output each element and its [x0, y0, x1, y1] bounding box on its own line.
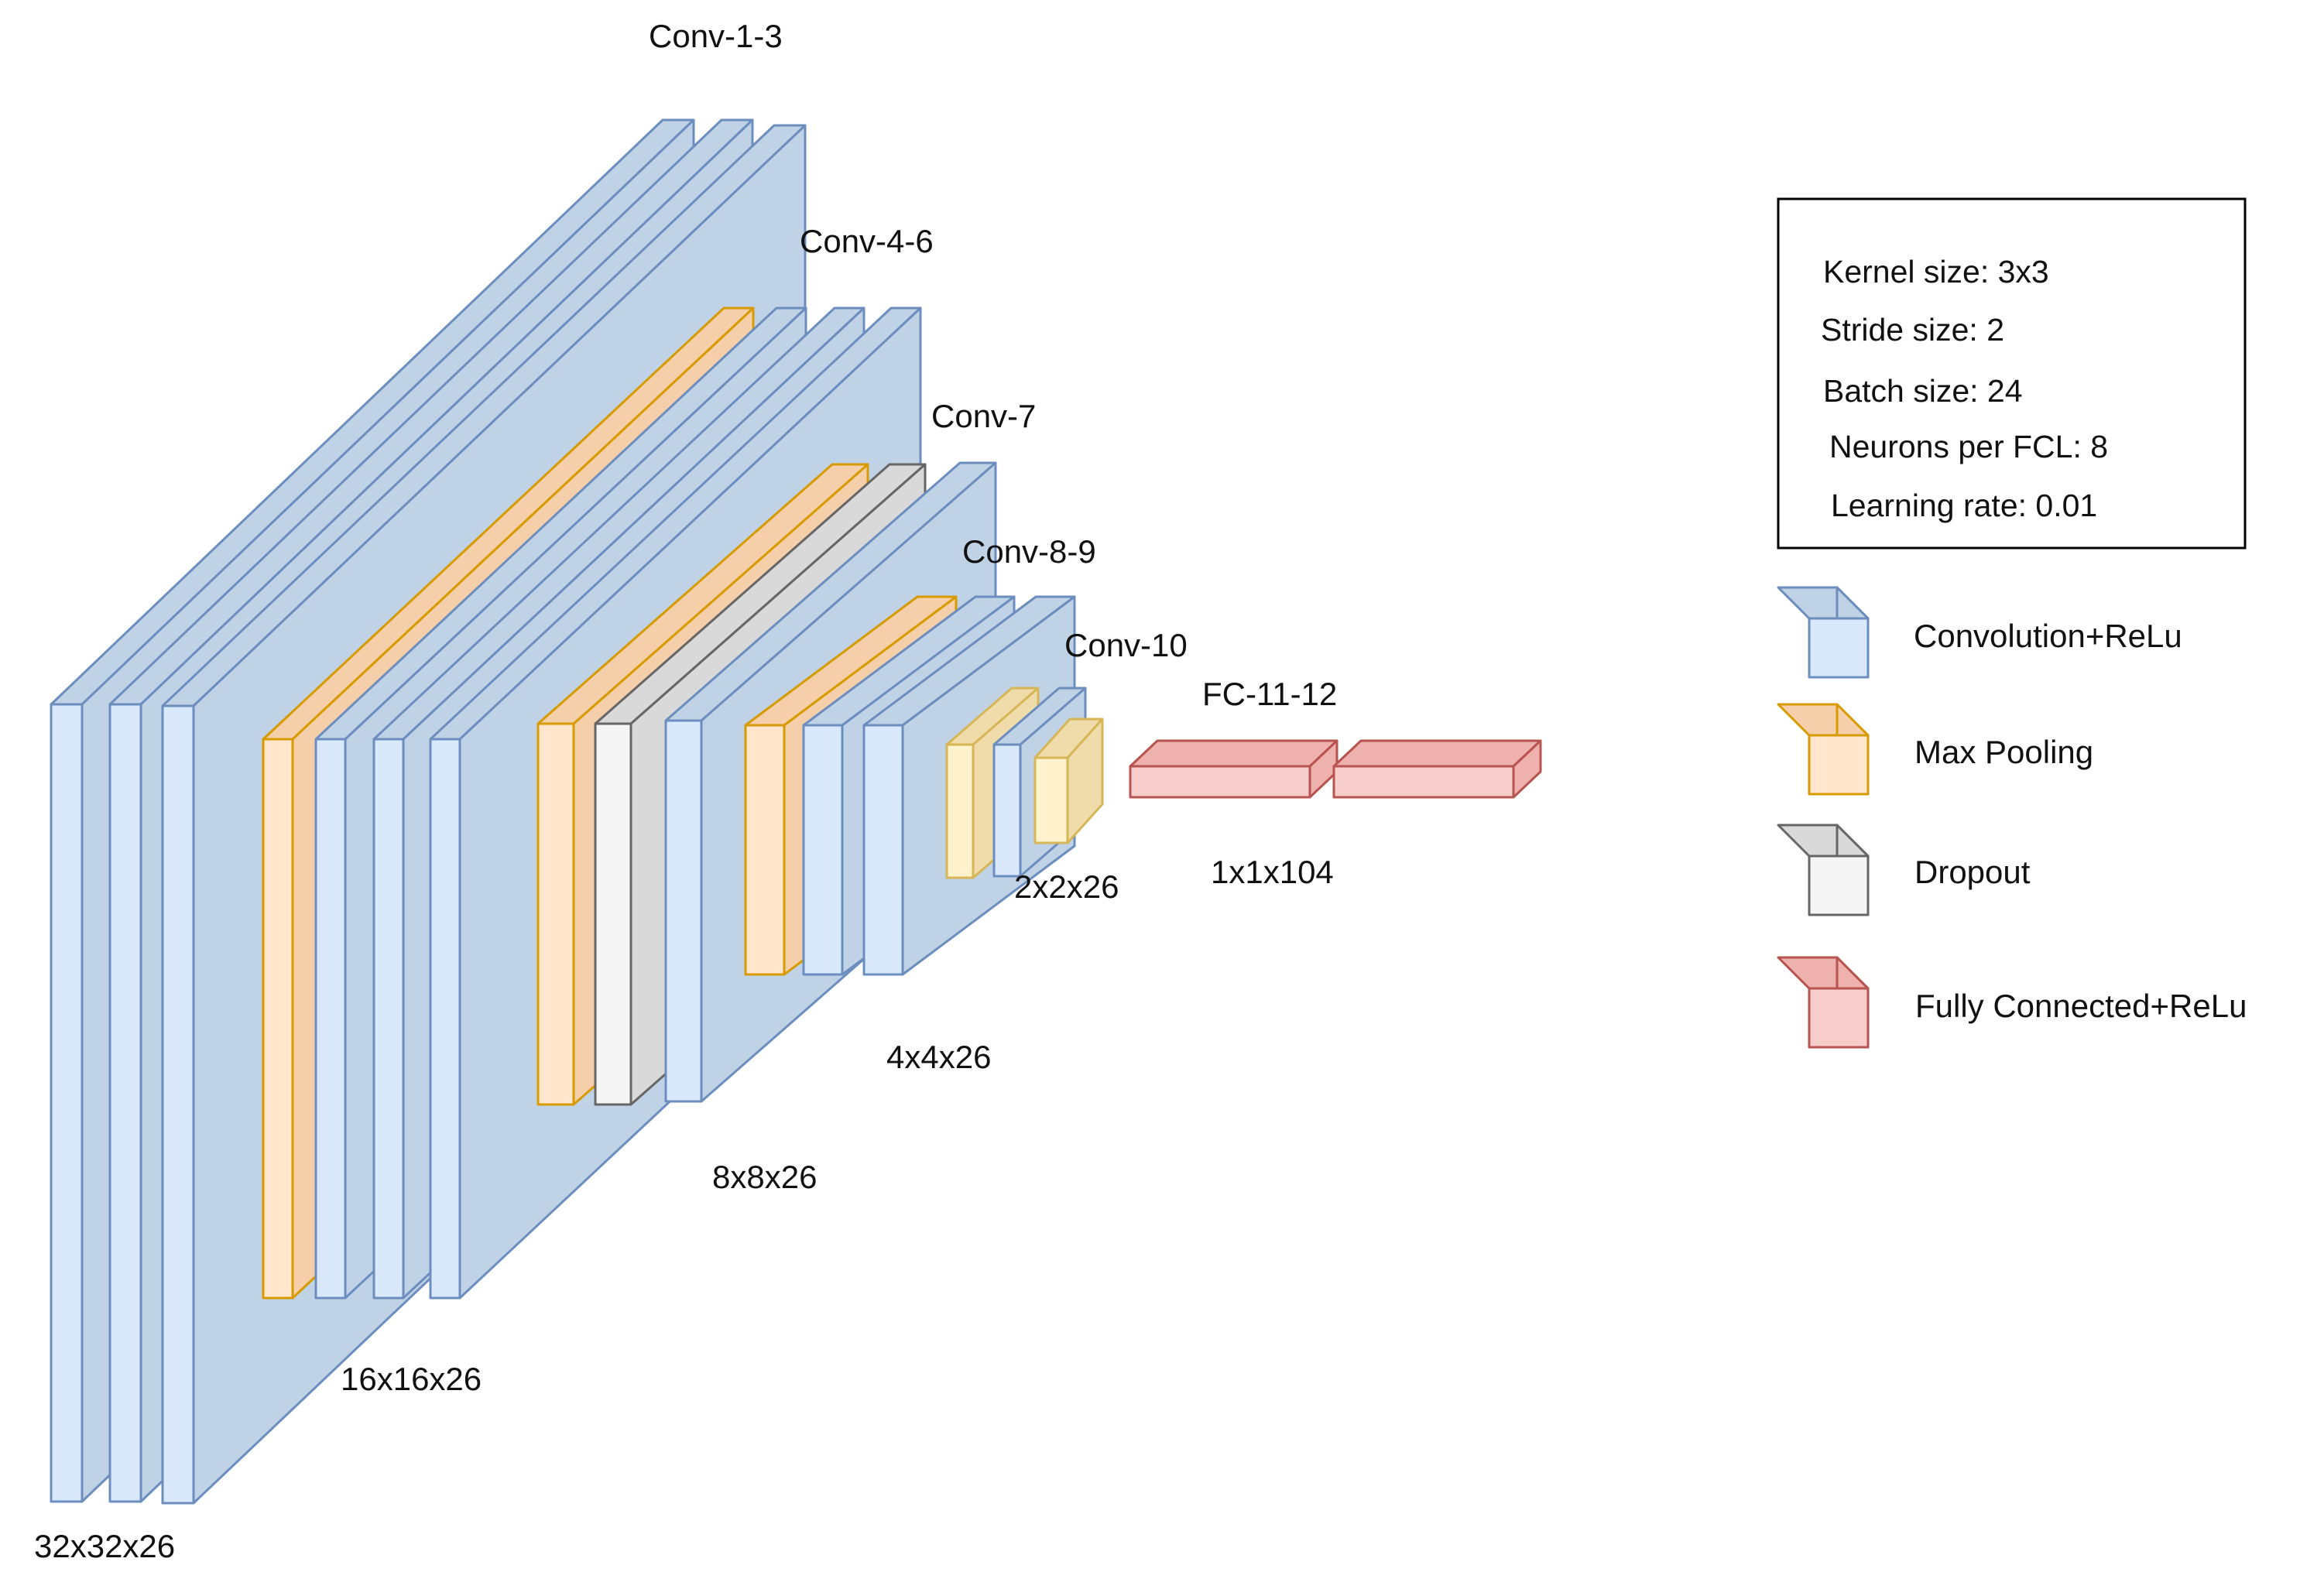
fc-layer-12 — [1332, 739, 1542, 799]
fc-layer-11 — [1129, 739, 1339, 799]
network-layers — [50, 118, 1542, 1505]
param-stride-size: Stride size: 2 — [1821, 312, 2004, 348]
legend-label-dropout: Dropout — [1914, 854, 2031, 890]
stage-label-conv-1-3: Conv-1-3 — [649, 18, 783, 54]
legend-icon-convolution-relu — [1777, 586, 1870, 679]
stage-label-conv-4-6: Conv-4-6 — [800, 223, 934, 259]
hyperparameter-box-frame — [1777, 197, 2247, 550]
dim-label-8x8x26: 8x8x26 — [712, 1159, 817, 1195]
dim-label-4x4x26: 4x4x26 — [886, 1039, 991, 1075]
legend-label-fully-connected-relu: Fully Connected+ReLu — [1915, 988, 2247, 1024]
param-kernel-size: Kernel size: 3x3 — [1823, 254, 2049, 289]
dim-label-32x32x26: 32x32x26 — [34, 1528, 175, 1564]
stage-label-conv-8-9: Conv-8-9 — [962, 533, 1096, 570]
param-learning-rate: Learning rate: 0.01 — [1831, 488, 2097, 523]
stage-label-conv-7: Conv-7 — [931, 398, 1036, 434]
stage-label-conv-10: Conv-10 — [1064, 627, 1188, 663]
legend-icon-max-pooling — [1777, 703, 1870, 796]
param-neurons-per-fcl: Neurons per FCL: 8 — [1829, 429, 2108, 464]
legend-label-max-pooling: Max Pooling — [1914, 734, 2093, 770]
legend-icons — [1777, 586, 1870, 1049]
dim-label-2x2x26: 2x2x26 — [1014, 868, 1119, 905]
stage-label-fc-11-12: FC-11-12 — [1202, 676, 1337, 712]
hyperparameter-box: Kernel size: 3x3 Stride size: 2 Batch si… — [1777, 197, 2247, 550]
dim-label-1x1x104: 1x1x104 — [1211, 854, 1334, 890]
legend: Convolution+ReLu Max Pooling Dropout Ful… — [1777, 586, 2247, 1049]
legend-label-convolution-relu: Convolution+ReLu — [1914, 618, 2182, 654]
legend-icon-dropout — [1777, 824, 1870, 916]
max-pool-layer-5 — [1033, 718, 1104, 844]
param-batch-size: Batch size: 24 — [1823, 373, 2023, 409]
dim-label-16x16x26: 16x16x26 — [341, 1361, 482, 1397]
legend-icon-fully-connected-relu — [1777, 956, 1870, 1049]
